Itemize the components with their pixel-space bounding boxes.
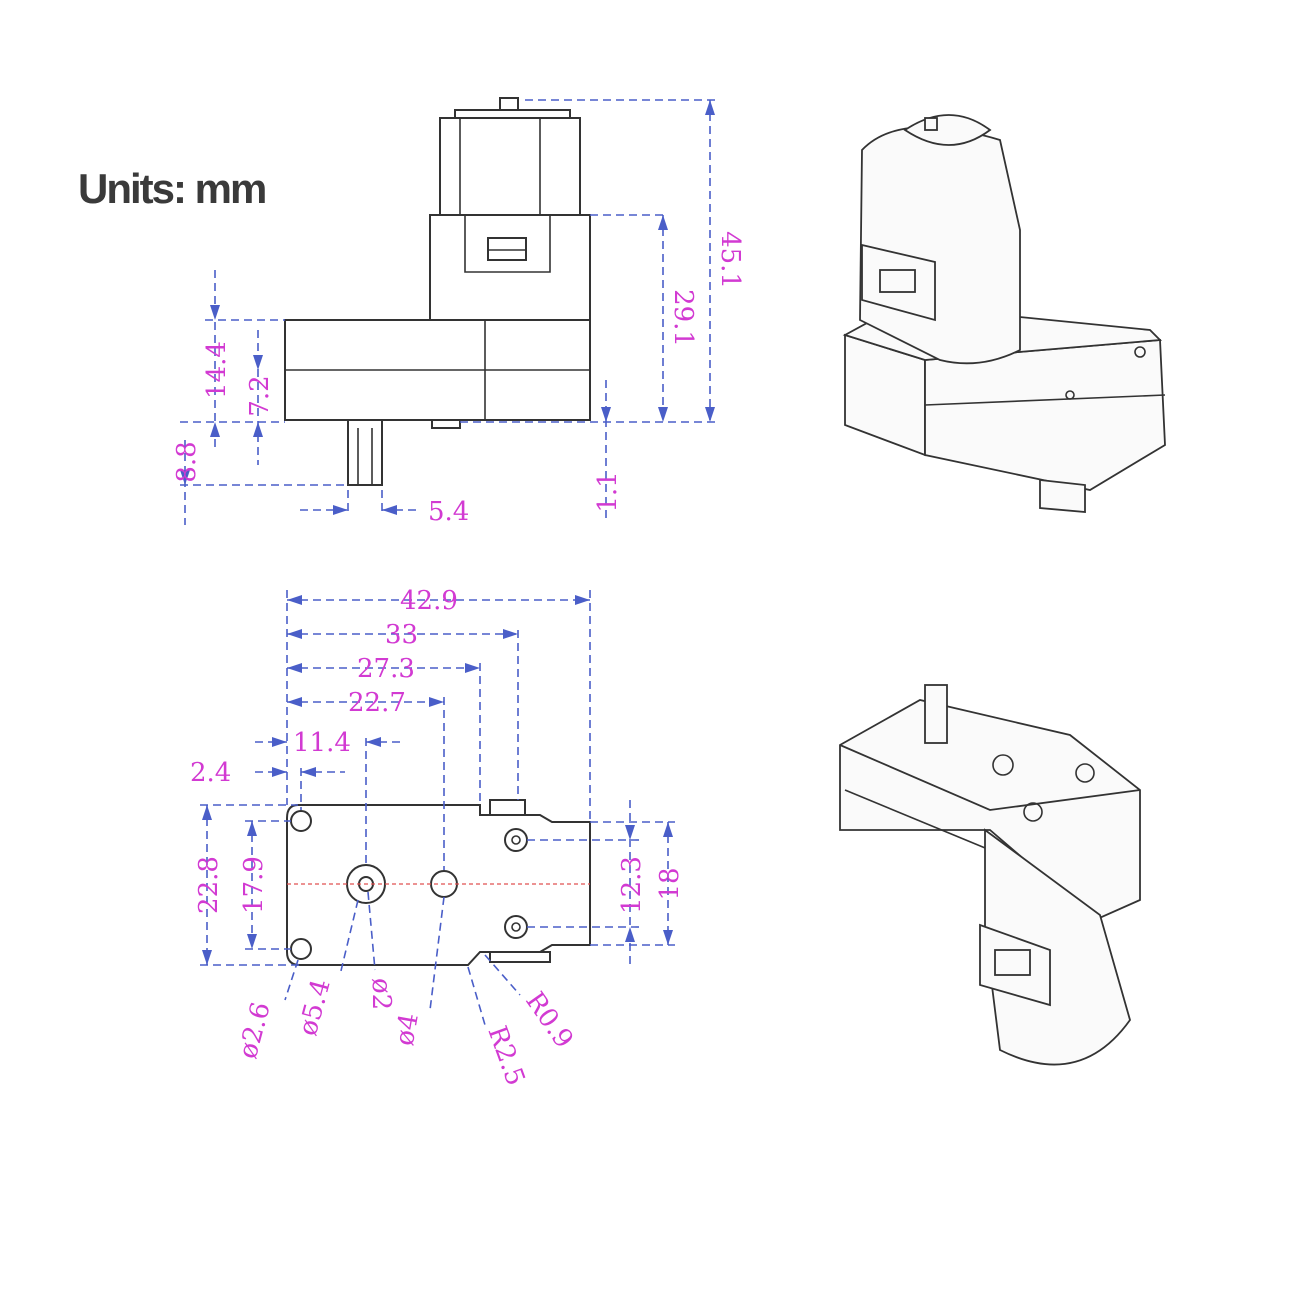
bottom-view: 42.9 33 27.3 22.7 11.4 2.4 22.8 17.9: [190, 586, 685, 1090]
callout-radius-large: R2.5: [481, 1022, 530, 1090]
dim-width-22-8: 22.8: [194, 856, 224, 914]
callout-radius-small: R0.9: [519, 987, 579, 1054]
isometric-view-upright: [842, 114, 1166, 513]
motor-top: [439, 117, 581, 216]
dim-motor-width: 18: [655, 867, 685, 900]
mount-hole: [290, 938, 312, 960]
dim-length-33: 33: [385, 620, 418, 650]
callout-shaft: ø2: [366, 978, 396, 1010]
dim-hole-offset: 11.4: [293, 728, 351, 758]
dim-motor-height: 29.1: [668, 289, 698, 347]
dim-total-height: 45.1: [715, 231, 745, 289]
mount-hole: [290, 810, 312, 832]
dim-length-22-7: 22.7: [348, 688, 406, 718]
callout-mount-hole: ø2.6: [233, 999, 277, 1062]
isometric-view-inverted: [839, 684, 1141, 1066]
units-label: Units: mm: [78, 165, 267, 212]
dim-gearbox-height: 14.4: [202, 341, 232, 399]
callout-pin-hole: ø4: [390, 1011, 425, 1048]
callout-boss: ø5.4: [293, 976, 337, 1039]
dim-edge-offset: 2.4: [190, 758, 231, 788]
output-shaft-3d: [924, 684, 948, 744]
dim-shaft-width: 5.4: [428, 497, 469, 527]
dim-screw-spacing: 12.3: [617, 856, 647, 914]
motor-body: [429, 214, 591, 321]
dim-gearbox-mid: 7.2: [245, 375, 275, 416]
motor-clip: [487, 237, 527, 261]
dim-shaft-length: 8.8: [172, 441, 202, 482]
dim-width-17-9: 17.9: [239, 856, 269, 914]
output-shaft: [347, 419, 383, 486]
side-view: 45.1 29.1 14.4 7.2 8.8 1.1 5.4: [172, 97, 745, 527]
dim-bottom-offset: 1.1: [593, 471, 623, 512]
motor-nub: [499, 97, 519, 111]
dim-length-total: 42.9: [400, 586, 458, 616]
dim-length-27-3: 27.3: [357, 654, 415, 684]
